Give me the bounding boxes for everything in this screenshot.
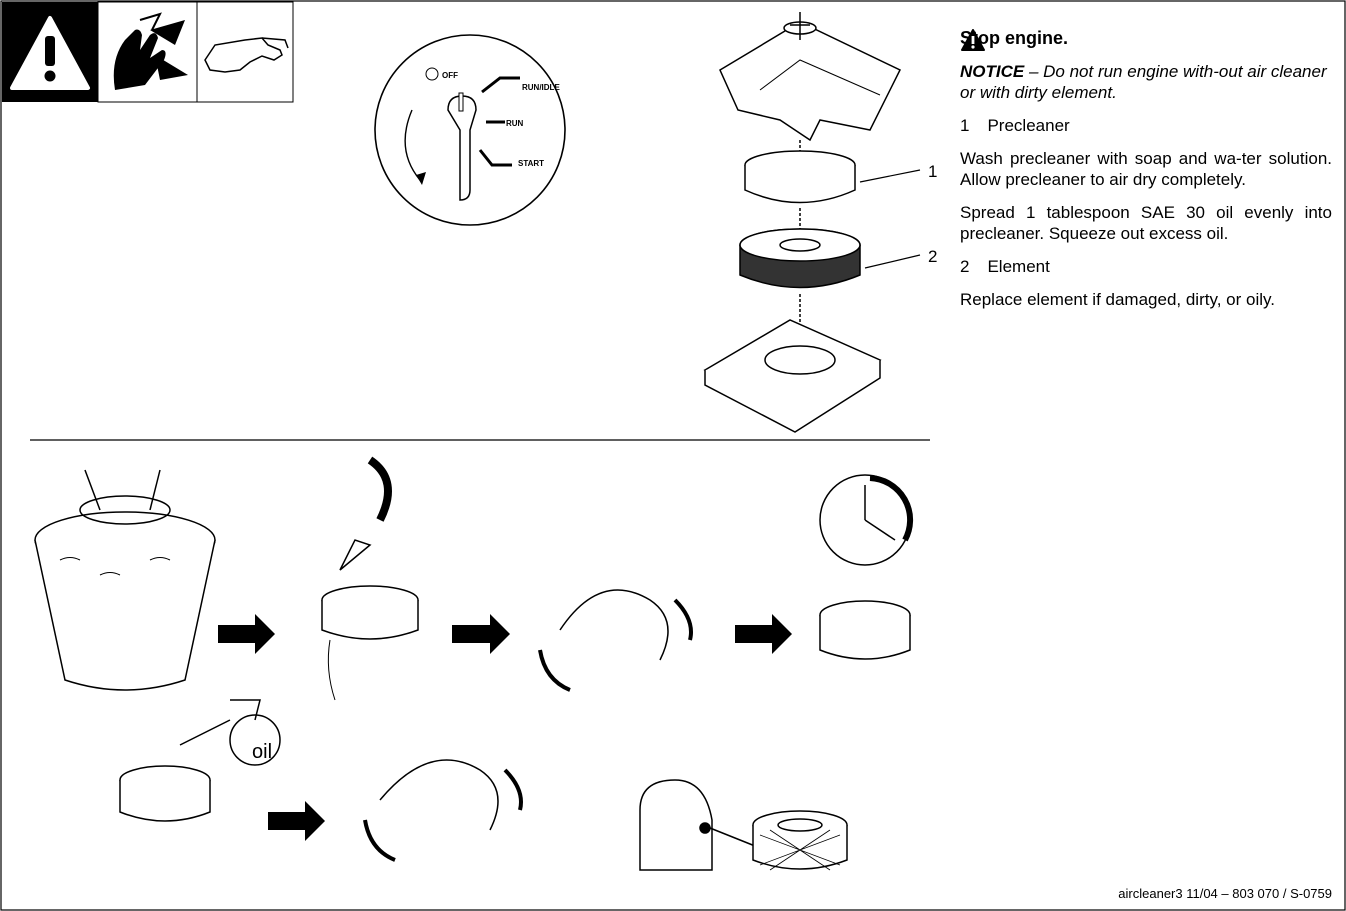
warning-icon	[961, 29, 985, 51]
warning-triangle-icon	[2, 2, 98, 102]
stop-engine-text: Stop engine.	[960, 28, 1068, 48]
precleaner-item: 1 Precleaner	[960, 115, 1332, 136]
callout-2: 2	[928, 247, 937, 266]
instructions-column: Stop engine. NOTICE – Do not run engine …	[960, 28, 1332, 322]
notice-label: NOTICE	[960, 62, 1025, 81]
arrow-icon	[735, 614, 792, 654]
hand-fan-hazard-icon	[97, 1, 198, 103]
squeeze-oil-illustration	[363, 759, 523, 862]
oil-label: oil	[252, 741, 272, 763]
item-number: 2	[960, 257, 970, 276]
dry-precleaner-illustration	[819, 600, 911, 660]
stop-engine-heading: Stop engine.	[960, 28, 1332, 51]
item-label: Precleaner	[987, 116, 1070, 135]
wash-paragraph: Wash precleaner with soap and wa-ter sol…	[960, 149, 1332, 189]
key-run-label: RUN	[506, 119, 524, 128]
rinse-illustration	[321, 456, 419, 701]
inspect-element-illustration	[639, 779, 848, 871]
bucket-wash-illustration	[34, 469, 216, 691]
cover	[719, 21, 902, 142]
document-footer: aircleaner3 11/04 – 803 070 / S-0759	[1118, 886, 1332, 901]
ignition-key-switch: OFF RUN/IDLE RUN START	[374, 34, 566, 226]
clock-icon	[819, 474, 914, 566]
item-number: 1	[960, 116, 970, 135]
key-start-label: START	[518, 159, 544, 168]
air-cleaner-exploded-view	[703, 12, 921, 433]
arrow-icon	[268, 801, 325, 841]
oiling-illustration	[119, 699, 281, 822]
arrow-icon	[452, 614, 510, 654]
spread-oil-paragraph: Spread 1 tablespoon SAE 30 oil evenly in…	[960, 203, 1332, 243]
replace-paragraph: Replace element if damaged, dirty, or oi…	[960, 290, 1275, 309]
arrow-icon	[218, 614, 275, 654]
notice-text: – Do not run engine with-out air cleaner…	[960, 62, 1327, 102]
element-item: 2 Element	[960, 256, 1332, 277]
squeeze-illustration	[538, 589, 693, 692]
key-off-label: OFF	[442, 71, 458, 80]
safety-glasses-icon	[196, 1, 294, 103]
notice-paragraph: NOTICE – Do not run engine with-out air …	[960, 61, 1332, 103]
key-run-idle-label: RUN/IDLE	[522, 83, 560, 92]
item-label: Element	[987, 257, 1050, 276]
callout-1: 1	[928, 162, 937, 181]
